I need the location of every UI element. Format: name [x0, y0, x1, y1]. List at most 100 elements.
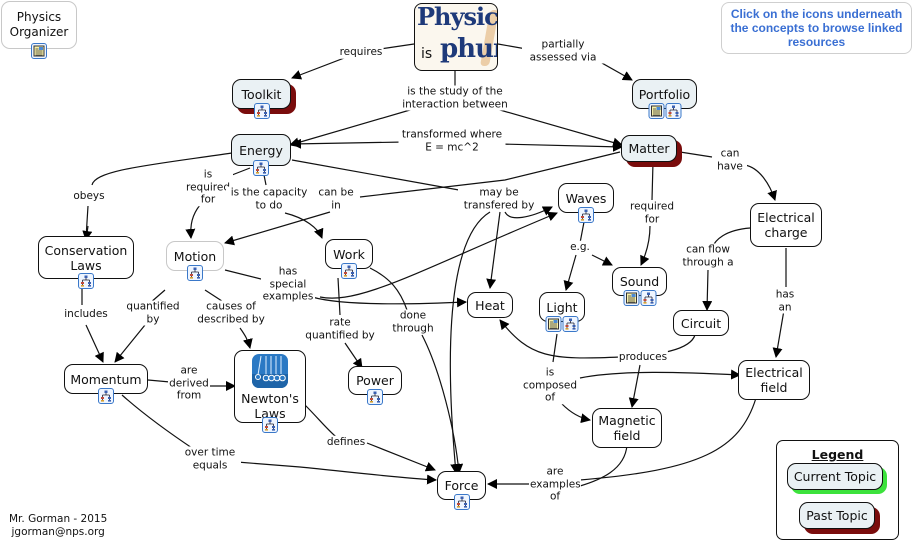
resource-icons	[31, 43, 47, 59]
node-work[interactable]: Work	[325, 239, 373, 279]
link-label-done: done through	[387, 309, 439, 335]
link-rate	[337, 277, 362, 368]
node-circuit[interactable]: Circuit	[673, 310, 729, 336]
node-matter[interactable]: Matter	[621, 135, 677, 162]
node-label: Work	[333, 246, 365, 262]
concept-map-icon[interactable]	[367, 389, 383, 405]
link-label-over-time: over time equals	[179, 446, 241, 472]
link-label-can-have: can have	[713, 147, 747, 173]
link-capacity	[263, 174, 322, 238]
node-electrical-charge[interactable]: Electrical charge	[750, 203, 822, 247]
link-label-required-sound: required for	[626, 200, 678, 226]
concept-map-icon[interactable]	[453, 494, 470, 510]
concept-map-icon[interactable]	[98, 388, 114, 404]
credit-email[interactable]: jgorman@nps.org	[11, 525, 105, 538]
legend-current-topic: Current Topic	[787, 463, 883, 490]
link-label-defines: defines	[325, 435, 367, 449]
credit-name: Mr. Gorman - 2015	[9, 513, 108, 525]
node-magnetic-field[interactable]: Magnetic field	[592, 408, 662, 448]
concept-map-icon[interactable]	[187, 265, 203, 281]
node-label: Waves	[565, 190, 607, 206]
link-label-eg: e.g.	[569, 240, 591, 254]
link-composed	[552, 333, 590, 420]
title-node[interactable]: Physics is phun	[414, 3, 498, 71]
title-word-is: is	[421, 46, 433, 62]
link-required-sound	[641, 161, 654, 265]
node-label: Sound	[619, 274, 660, 289]
link-required-motion	[191, 167, 251, 238]
link-can-be-in	[225, 151, 621, 243]
node-motion[interactable]: Motion	[166, 241, 224, 281]
concept-map-icon[interactable]	[578, 207, 594, 223]
node-conservation-laws[interactable]: Conservation Laws	[38, 236, 134, 289]
node-light[interactable]: Light	[539, 292, 585, 332]
link-label-quantified: quantified by	[123, 300, 183, 326]
node-energy[interactable]: Energy	[231, 134, 291, 176]
node-heat[interactable]: Heat	[467, 292, 513, 318]
link-label-composed: is composed of	[521, 366, 579, 404]
document-icon[interactable]	[623, 290, 639, 306]
node-electrical-field[interactable]: Electrical field	[738, 360, 810, 400]
concept-map-icon[interactable]	[341, 263, 357, 279]
legend-current-label: Current Topic	[793, 469, 877, 484]
concept-map-icon[interactable]	[262, 417, 278, 433]
link-special-waves	[319, 211, 558, 299]
link-has-an	[776, 248, 787, 357]
link-label-special: has special examples	[261, 265, 315, 303]
link-includes	[81, 285, 103, 362]
concept-map-icon[interactable]	[253, 103, 270, 119]
link-done	[369, 267, 459, 473]
document-icon[interactable]	[31, 43, 47, 59]
title-word-phun: phun	[440, 34, 497, 64]
node-momentum[interactable]: Momentum	[64, 364, 148, 404]
node-sound[interactable]: Sound	[612, 267, 667, 306]
legend-box: Legend Current Topic Past Topic	[776, 440, 899, 540]
link-produces-magnetic	[628, 364, 641, 408]
node-label: Physics Organizer	[9, 10, 69, 39]
link-label-includes: includes	[63, 307, 109, 321]
node-waves[interactable]: Waves	[558, 183, 614, 223]
link-transfered-from	[291, 159, 471, 193]
node-label: Light	[546, 299, 578, 315]
link-transfered-heat	[486, 211, 501, 289]
concept-map-icon[interactable]	[78, 273, 94, 289]
node-force[interactable]: Force	[437, 471, 486, 510]
link-transformed-a	[291, 138, 406, 149]
node-label: Force	[444, 478, 479, 493]
link-label-study: is the study of the interaction between	[391, 85, 519, 111]
link-transfered-waves	[504, 206, 553, 219]
node-portfolio[interactable]: Portfolio	[632, 79, 697, 119]
link-eg-sound	[591, 254, 613, 266]
link-transformed-b	[499, 141, 623, 152]
node-label: Magnetic field	[598, 413, 656, 443]
legend-title: Legend	[811, 447, 864, 462]
link-label-produces: produces	[617, 350, 669, 364]
newtons-cradle-icon	[252, 354, 288, 388]
node-label: Toolkit	[241, 86, 282, 102]
hint-text: Click on the icons underneath the concep…	[730, 7, 903, 49]
instruction-hint: Click on the icons underneath the concep…	[721, 2, 912, 54]
node-label: Energy	[239, 142, 283, 158]
link-label-causes: causes of described by	[196, 300, 266, 326]
link-label-derived: are derived from	[168, 364, 210, 402]
document-icon[interactable]	[648, 103, 664, 119]
document-icon[interactable]	[545, 316, 562, 332]
link-label-can-flow: can flow through a	[677, 243, 739, 269]
link-label-partially: partially assessed via	[522, 38, 604, 64]
concept-map-icon[interactable]	[562, 316, 579, 332]
link-label-capacity: is the capacity to do	[226, 186, 312, 212]
node-power[interactable]: Power	[348, 366, 402, 405]
node-label: Matter	[628, 141, 670, 156]
node-physics-organizer[interactable]: Physics Organizer	[1, 1, 77, 59]
concept-map-icon[interactable]	[640, 290, 656, 306]
concept-map-icon[interactable]	[253, 160, 269, 176]
title-word-physics: Physics	[417, 3, 498, 31]
concept-map-icon[interactable]	[665, 103, 681, 119]
node-label: Motion	[173, 248, 217, 264]
link-can-have	[679, 151, 775, 200]
link-label-required-for: is required for	[183, 168, 233, 206]
node-toolkit[interactable]: Toolkit	[232, 79, 291, 119]
node-newtons-laws[interactable]: Newton's Laws	[234, 350, 306, 433]
node-label: Momentum	[70, 371, 142, 387]
